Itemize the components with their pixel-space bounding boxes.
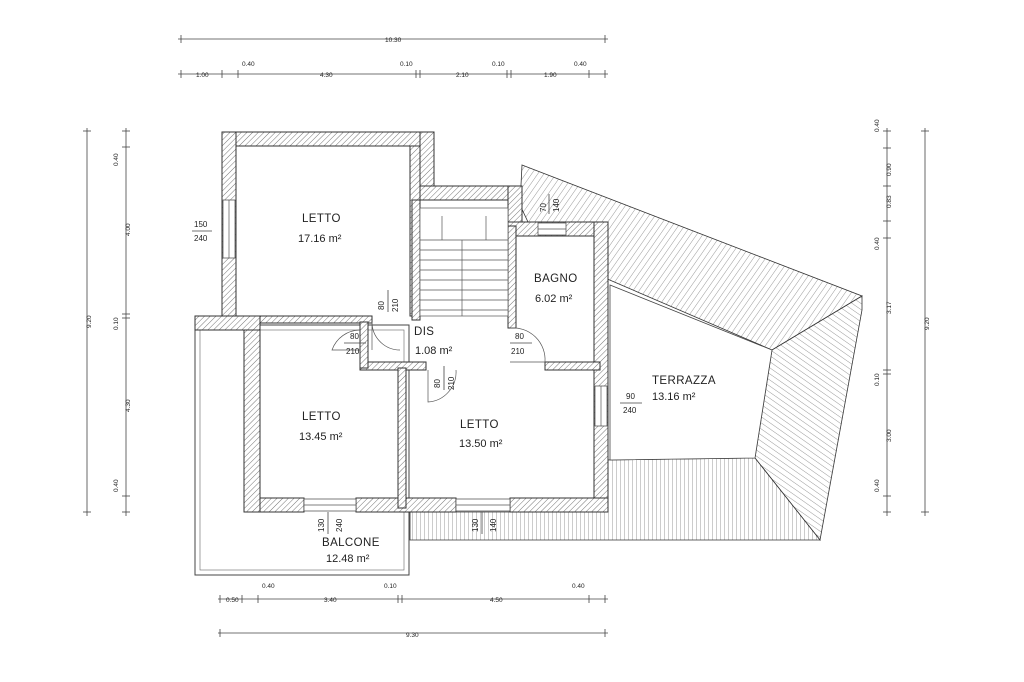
dim-bottom-seg-3: 0.10 bbox=[384, 583, 397, 590]
dim-top-seg-4: 2.10 bbox=[456, 72, 469, 79]
wall-int-stair-right bbox=[507, 225, 517, 329]
dim-top-seg-7: 0.40 bbox=[574, 61, 587, 68]
dim-bottom-total: 9.30 bbox=[406, 632, 419, 639]
door-d1-arc bbox=[371, 321, 401, 351]
room-name-letto-sw: LETTO bbox=[302, 411, 341, 423]
opening-d1-width: 80 bbox=[377, 301, 386, 310]
opening-d2-height: 210 bbox=[346, 347, 360, 356]
dim-top-seg-0: 1.00 bbox=[196, 72, 209, 79]
wall-int-corr-left bbox=[359, 321, 369, 369]
opening-w2-width: 70 bbox=[539, 203, 548, 212]
dim-right-seg-6: 3.00 bbox=[886, 429, 893, 442]
opening-w4-width: 130 bbox=[317, 518, 326, 532]
opening-w5-width: 130 bbox=[471, 518, 480, 532]
room-area-terrazza: 13.16 m² bbox=[652, 391, 696, 403]
wall-stair-right bbox=[507, 185, 523, 227]
dim-left-seg-3: 4.30 bbox=[125, 399, 132, 412]
window-w2 bbox=[537, 222, 567, 236]
room-name-terrazza: TERRAZZA bbox=[652, 375, 716, 387]
wall-stair-top bbox=[419, 185, 523, 201]
window-w5 bbox=[455, 498, 511, 512]
dim-bottom-seg-5: 0.40 bbox=[572, 583, 585, 590]
wall-west-lower bbox=[243, 317, 261, 513]
dim-right-seg-5: 0.10 bbox=[874, 373, 881, 386]
room-area-dis: 1.08 m² bbox=[415, 345, 453, 357]
dim-top-seg-1: 0.40 bbox=[242, 61, 255, 68]
opening-d4-height: 210 bbox=[447, 376, 456, 390]
dim-right-seg-0: 0.40 bbox=[874, 119, 881, 132]
dim-left-seg-0: 0.40 bbox=[113, 153, 120, 166]
dim-left-seg-4: 0.40 bbox=[113, 479, 120, 492]
opening-d3-width: 80 bbox=[515, 332, 524, 341]
window-w3 bbox=[594, 385, 608, 427]
opening-w2-height: 140 bbox=[552, 198, 561, 212]
dim-top-seg-5: 0.10 bbox=[492, 61, 505, 68]
wall-int-corridor-top bbox=[259, 315, 373, 324]
room-name-letto-se: LETTO bbox=[460, 419, 499, 431]
dim-right-seg-7: 0.40 bbox=[874, 479, 881, 492]
dim-bottom-seg-2: 3.40 bbox=[324, 597, 337, 604]
opening-d2-width: 80 bbox=[350, 332, 359, 341]
window-w1 bbox=[222, 199, 236, 259]
door-d2-arc bbox=[331, 329, 361, 351]
staircase bbox=[419, 207, 509, 317]
room-area-bagno: 6.02 m² bbox=[535, 293, 573, 305]
dim-left-seg-2: 0.10 bbox=[113, 317, 120, 330]
terrace-floor bbox=[609, 284, 773, 461]
wall-int-corridor-bot bbox=[359, 361, 427, 371]
window-w4 bbox=[303, 498, 357, 512]
dim-top-total: 10.30 bbox=[385, 37, 402, 44]
opening-w1-height: 240 bbox=[194, 234, 208, 243]
room-name-letto-nw: LETTO bbox=[302, 213, 341, 225]
dim-left-total: 9.20 bbox=[86, 315, 93, 328]
dim-top-seg-3: 0.10 bbox=[400, 61, 413, 68]
room-area-letto-se: 13.50 m² bbox=[459, 438, 503, 450]
room-name-balcone: BALCONE bbox=[322, 537, 380, 549]
wall-left-ext bbox=[194, 315, 261, 331]
opening-w5-height: 140 bbox=[489, 518, 498, 532]
dim-right-seg-4: 3.17 bbox=[886, 301, 893, 314]
dim-left-seg-1: 4.00 bbox=[125, 223, 132, 236]
wall-nw-right bbox=[419, 131, 435, 188]
wall-nw-top bbox=[221, 131, 435, 147]
dim-right-total: 9.20 bbox=[924, 317, 931, 330]
opening-w3-height: 240 bbox=[623, 406, 637, 415]
room-area-letto-sw: 13.45 m² bbox=[299, 431, 343, 443]
room-area-letto-nw: 17.16 m² bbox=[298, 233, 342, 245]
room-name-bagno: BAGNO bbox=[534, 273, 578, 285]
door-d4-arc bbox=[427, 369, 457, 403]
dim-bottom-seg-4: 4.50 bbox=[490, 597, 503, 604]
wall-south-right bbox=[509, 497, 609, 513]
wall-int-bed-divider bbox=[397, 367, 407, 509]
dim-top-seg-2: 4.30 bbox=[320, 72, 333, 79]
room-area-balcone: 12.48 m² bbox=[326, 553, 370, 565]
dim-right-seg-2: 0.83 bbox=[886, 195, 893, 208]
door-d3-arc bbox=[509, 327, 546, 363]
dim-top-seg-6: 1.90 bbox=[544, 72, 557, 79]
room-name-dis: DIS bbox=[414, 326, 434, 338]
opening-w4-height: 240 bbox=[335, 518, 344, 532]
dimension-lines bbox=[83, 35, 929, 637]
wall-int-bath-bottom bbox=[544, 361, 601, 371]
opening-w1-width: 150 bbox=[194, 220, 208, 229]
dim-bottom-seg-1: 0.40 bbox=[262, 583, 275, 590]
dim-bottom-seg-0: 0.50 bbox=[226, 597, 239, 604]
dim-right-seg-3: 0.40 bbox=[874, 237, 881, 250]
dim-right-seg-1: 0.90 bbox=[886, 163, 893, 176]
opening-d1-height: 210 bbox=[391, 298, 400, 312]
opening-d3-height: 210 bbox=[511, 347, 525, 356]
opening-d4-width: 80 bbox=[433, 379, 442, 388]
opening-w3-width: 90 bbox=[626, 392, 635, 401]
wall-int-stair-left bbox=[411, 199, 421, 321]
